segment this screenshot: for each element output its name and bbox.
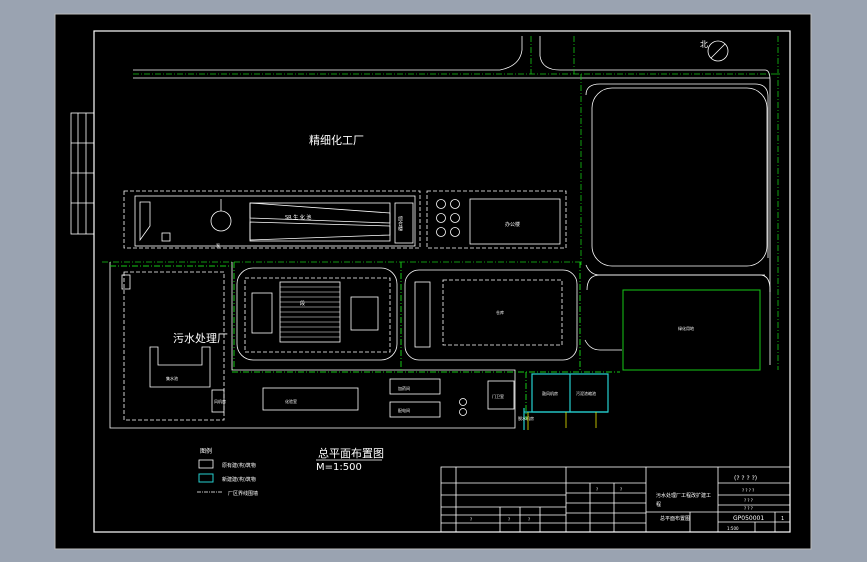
- title-block-q5: ?: [620, 487, 622, 492]
- office-label: 办公楼: [505, 221, 520, 228]
- legend-heading: 图例: [200, 447, 212, 455]
- process-block-upper: [123, 190, 567, 249]
- stage-sub-label: SR 生 化 池: [285, 214, 311, 221]
- drawing-title: 总平面布置图: [318, 446, 384, 460]
- title-block-drawing-no: GP050001: [733, 515, 764, 522]
- title-block-q3: ?: [528, 517, 530, 522]
- gate-label: 门卫室: [492, 393, 504, 399]
- drawing-sheet: [54, 13, 812, 550]
- title-block-r1: ? ? ? ?: [742, 488, 754, 493]
- title-block-scale: 1:500: [727, 526, 739, 531]
- drawing-scale: M=1:500: [316, 462, 362, 473]
- binding-strip: [70, 112, 95, 235]
- wastewater-plant-label: 污水处理厂: [173, 332, 228, 345]
- green-area-label: 绿化用地: [678, 325, 694, 331]
- title-block-project: 污水处理厂工程改扩建工: [656, 492, 711, 499]
- tank-label: 集水池: [166, 375, 178, 381]
- process-block-lower: [109, 262, 771, 429]
- title-block-header: (? ? ? ?): [734, 475, 757, 482]
- title-block-r3: ? ? ?: [744, 506, 753, 511]
- title-block-drawing-name: 总平面布置图: [660, 515, 690, 522]
- lab-label: 化验室: [285, 398, 297, 404]
- legend-swatch-existing: [198, 459, 214, 469]
- yellow-pipes: [527, 412, 597, 430]
- stage-label: 段: [300, 300, 305, 307]
- north-label: 北: [700, 40, 708, 49]
- title-block: [440, 466, 791, 533]
- pump-room-label: 风机房: [214, 398, 226, 404]
- sludge-label: 脱水机房: [518, 415, 534, 421]
- north-arrow: [707, 40, 729, 62]
- green-zones: [110, 262, 761, 420]
- title-block-project-line2: 程: [656, 501, 661, 508]
- green-road-lines: [102, 36, 780, 370]
- fine-chem-plant-label: 精细化工厂: [309, 133, 364, 147]
- small-w-label: 泵: [216, 243, 220, 248]
- legend-swatch-new: [198, 473, 214, 483]
- legend-item-new: 新建建(构)筑物: [222, 476, 256, 483]
- cyan-left-label: 鼓风机房: [542, 390, 558, 396]
- legend: 图例 原有建(构)筑物 新建建(构)筑物 厂区界线围墙: [197, 447, 258, 497]
- title-block-q1: ?: [470, 517, 472, 522]
- legend-item-existing: 原有建(构)筑物: [222, 462, 256, 469]
- title-block-r2: ? ? ?: [744, 498, 753, 503]
- legend-item-boundary: 厂区界线围墙: [228, 490, 258, 497]
- title-block-sheet: 1: [781, 516, 784, 522]
- top-road: [133, 36, 770, 79]
- vertical-bldg-label: 综合楼: [397, 215, 403, 232]
- sbr-hatching: [280, 286, 340, 338]
- bldg-a-label: 加药间: [398, 385, 410, 391]
- warehouse-label: 仓库: [496, 309, 504, 315]
- bldg-b-label: 配电间: [398, 407, 410, 413]
- title-block-q2: ?: [508, 517, 510, 522]
- cyan-right-label: 污泥浓缩池: [576, 390, 596, 396]
- title-block-q4: ?: [596, 487, 598, 492]
